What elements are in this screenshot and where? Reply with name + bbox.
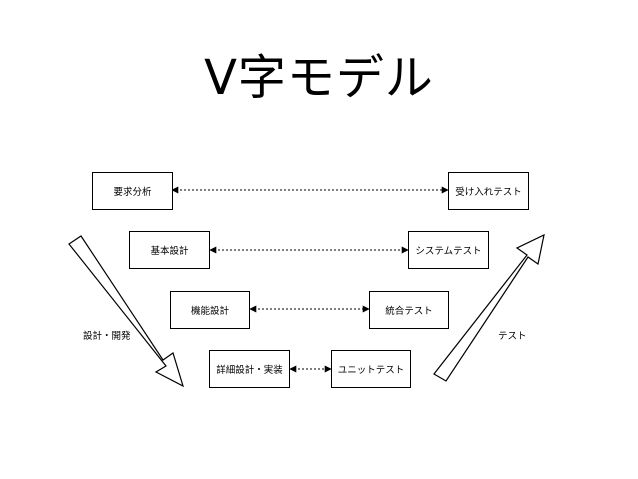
phase-box-detail-design: 詳細設計・実装 [209,350,290,388]
slide-title: V字モデル [204,50,434,106]
phase-box-basic-design: 基本設計 [129,231,210,269]
phase-box-acceptance-test: 受け入れテスト [448,172,529,210]
test-label: テスト [498,331,527,342]
phase-box-function-design: 機能設計 [170,291,250,329]
phase-box-requirements: 要求分析 [92,172,173,210]
phase-box-integration-test: 統合テスト [369,291,449,329]
design-development-arrow [68,235,184,388]
design-development-label: 設計・開発 [83,331,131,342]
phase-box-system-test: システムテスト [408,231,489,269]
test-arrow [433,233,545,382]
phase-box-unit-test: ユニットテスト [331,350,411,388]
